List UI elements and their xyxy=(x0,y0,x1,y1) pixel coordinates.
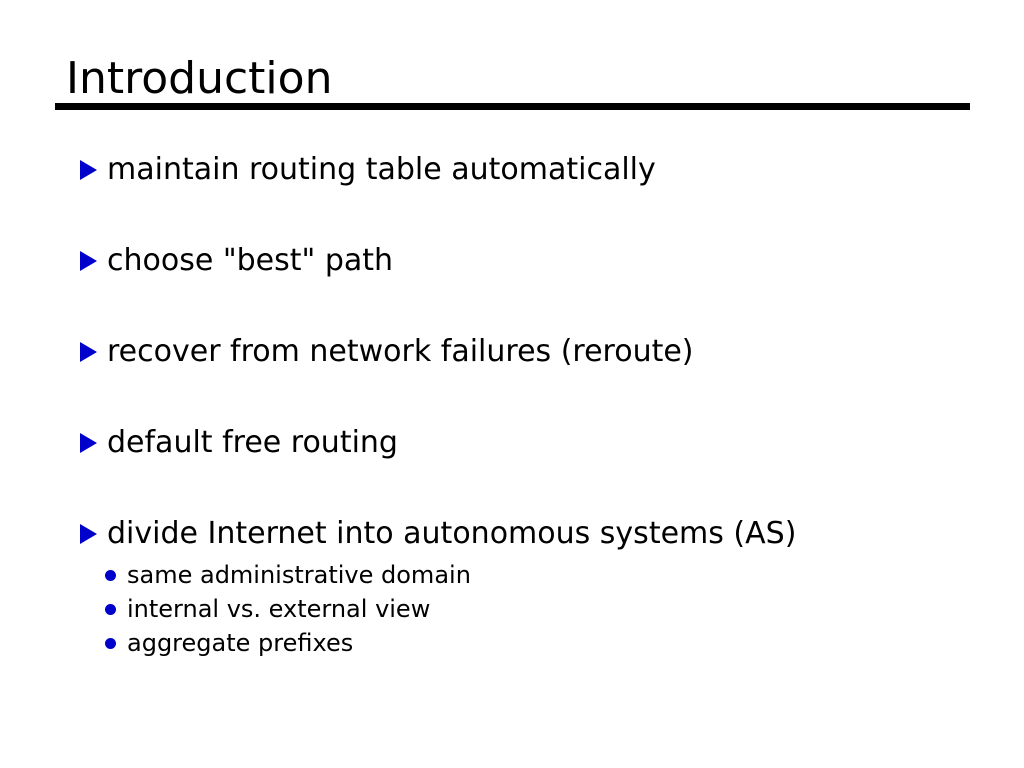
bullet-text: choose "best" path xyxy=(107,243,394,278)
bullet-item: choose "best" path xyxy=(80,241,980,281)
sub-bullet-text: internal vs. external view xyxy=(127,595,431,623)
page-title: Introduction xyxy=(66,53,333,104)
sub-bullet-item: same administrative domain xyxy=(105,558,980,592)
triangle-bullet-icon xyxy=(80,433,97,453)
dot-bullet-icon xyxy=(105,569,116,581)
dot-bullet-icon xyxy=(105,603,116,615)
bullet-item: maintain routing table automatically xyxy=(80,150,980,190)
bullet-item: divide Internet into autonomous systems … xyxy=(80,514,980,554)
sub-bullet-text: aggregate prefixes xyxy=(127,629,354,657)
dot-bullet-icon xyxy=(105,637,116,649)
sub-bullet-list: same administrative domain internal vs. … xyxy=(105,558,980,660)
bullet-text: divide Internet into autonomous systems … xyxy=(107,516,797,551)
bullet-text: default free routing xyxy=(107,425,398,460)
bullet-text: recover from network failures (reroute) xyxy=(107,334,694,369)
sub-bullet-item: aggregate prefixes xyxy=(105,626,980,660)
triangle-bullet-icon xyxy=(80,251,97,271)
triangle-bullet-icon xyxy=(80,524,97,544)
triangle-bullet-icon xyxy=(80,342,97,362)
bullet-list: maintain routing table automatically cho… xyxy=(80,150,980,660)
bullet-text: maintain routing table automatically xyxy=(107,152,656,187)
bullet-item: default free routing xyxy=(80,423,980,463)
sub-bullet-text: same administrative domain xyxy=(127,561,471,589)
bullet-item: recover from network failures (reroute) xyxy=(80,332,980,372)
title-underline-rule xyxy=(55,103,970,110)
triangle-bullet-icon xyxy=(80,160,97,180)
sub-bullet-item: internal vs. external view xyxy=(105,592,980,626)
